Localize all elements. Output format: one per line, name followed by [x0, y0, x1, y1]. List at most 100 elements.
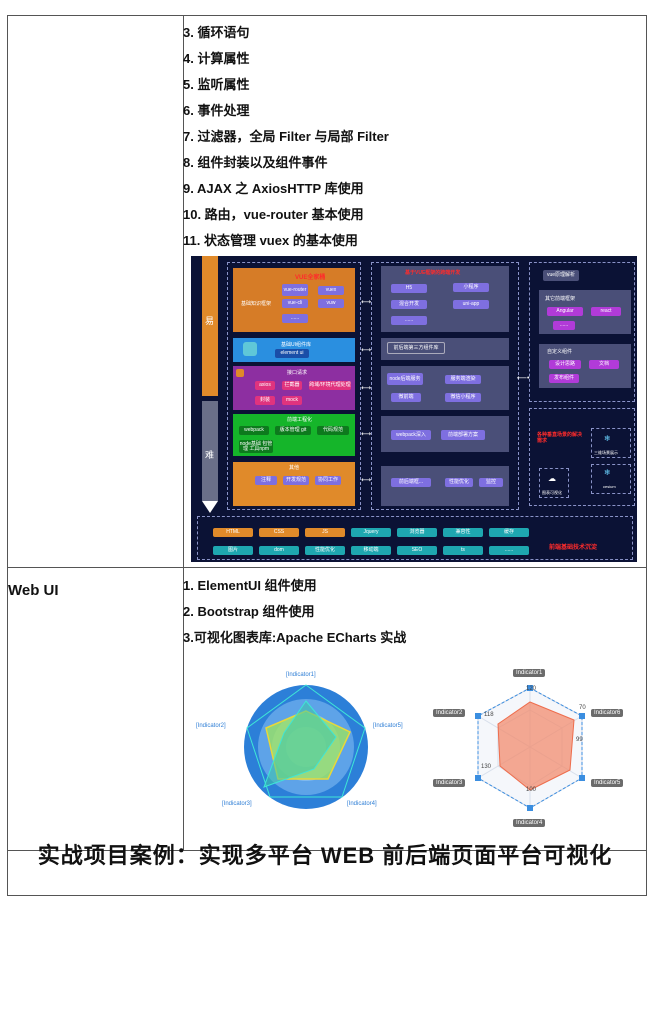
chip: 微信小程序 — [445, 393, 481, 402]
hard-bar — [202, 401, 218, 501]
chip: 代码规范 — [317, 426, 349, 435]
list-item: 11. 状态管理 vuex 的基本使用 — [183, 233, 358, 248]
scene-title: 各种垂直场景的解决需求 — [537, 432, 583, 444]
icon-label: cesium — [603, 484, 616, 489]
radar2-value: 70 — [579, 705, 586, 711]
radar1-label: [Indicator2] — [196, 723, 226, 729]
radar1-label: [Indicator1] — [286, 672, 316, 678]
chip: JS — [305, 528, 345, 537]
arrow-icon: ⟷ — [361, 299, 372, 306]
radar1-label: [Indicator5] — [373, 723, 403, 729]
radar2-label: Indicator1 — [513, 669, 546, 677]
list-item: 7. 过滤器，全局 Filter 与局部 Filter — [183, 129, 389, 144]
arrow-icon: ⟷ — [361, 347, 372, 354]
chip: 服务端渲染 — [445, 375, 481, 384]
chip: 前端部署方案 — [441, 430, 485, 440]
radar2-value: 99 — [576, 737, 583, 743]
chip: 微前端 — [391, 393, 421, 402]
down-arrow-icon — [202, 501, 218, 513]
chip: uni-app — [453, 300, 489, 309]
hard-label: 难 — [205, 450, 215, 460]
build-title: 前端工程化 — [287, 417, 313, 423]
easy-bar — [202, 256, 218, 396]
radar-chart-1 — [244, 684, 368, 809]
radar2-label: Indicator2 — [433, 709, 466, 717]
chip: vuex — [318, 286, 344, 295]
list-item: 4. 计算属性 — [183, 51, 250, 66]
chip: axios — [255, 381, 275, 390]
scene-frame — [529, 408, 635, 506]
chip: 混合开发 — [391, 300, 427, 309]
radar2-label: Indicator3 — [433, 779, 466, 787]
ui-title: 基础UI组件库 — [281, 342, 312, 348]
chip: dom — [259, 546, 299, 555]
chip: vue原理解析 — [543, 270, 579, 281]
api-title: 接口请求 — [287, 370, 308, 376]
column-divider — [183, 16, 184, 850]
arrow-icon: ⟷ — [361, 477, 372, 484]
project-case-title: 实战项目案例：实现多平台 WEB 前后端页面平台可视化 — [37, 843, 613, 868]
chip: HTML — [213, 528, 253, 537]
chip: react — [591, 307, 621, 316]
cloud-icon: ☁ — [548, 474, 556, 483]
chip: 发布组件 — [549, 374, 579, 383]
list-item: 1. ElementUI 组件使用 — [183, 578, 317, 593]
list-item: 6. 事件处理 — [183, 103, 250, 118]
chip: 浏览器 — [397, 528, 437, 537]
radar2-value: 100 — [526, 787, 537, 793]
left-frame — [227, 262, 361, 510]
radar2-label: Indicator6 — [591, 709, 624, 717]
list-item: 3. 循环语句 — [183, 25, 250, 40]
arrow-icon: ⟷ — [361, 431, 372, 438]
chip: vuw — [318, 299, 344, 308]
chip: webpack深入 — [391, 430, 431, 440]
chip: 协同工作 — [315, 476, 341, 485]
chip: Angular — [547, 307, 583, 316]
list-item: 9. AJAX 之 AxiosHTTP 库使用 — [183, 181, 364, 196]
framework-title: 其它前端框架 — [545, 296, 576, 302]
vue-family-title: VUE全家桶 — [295, 275, 326, 281]
chip: element ui — [275, 349, 309, 358]
arrow-icon: ⟷ — [361, 385, 372, 392]
other-title: 其他 — [289, 465, 300, 471]
chip: ...... — [489, 546, 529, 555]
radar2-label: Indicator5 — [591, 779, 624, 787]
icon-label: 图表可视化 — [542, 490, 562, 495]
chip: 图片 — [213, 546, 253, 555]
foundation-frame — [197, 516, 633, 560]
chip: 拦截器 — [282, 381, 302, 390]
radar1-label: [Indicator3] — [222, 801, 252, 807]
radar2-label: Indicator4 — [513, 819, 546, 827]
snowflake-icon: ❄ — [604, 434, 611, 443]
foundation-title: 前端基础技术沉淀 — [549, 545, 598, 551]
chip: 跨域/环境代理处理 — [309, 381, 351, 390]
chip: 性能优化 — [445, 478, 473, 487]
list-item: 5. 监听属性 — [183, 77, 250, 92]
chip: vue-cli — [282, 299, 308, 308]
api-icon — [236, 369, 244, 377]
chip: 监控 — [479, 478, 503, 487]
chip: ...... — [391, 316, 427, 325]
chip: Jquery — [351, 528, 391, 537]
ui-icon — [243, 342, 257, 356]
chip: 注释 — [255, 476, 277, 485]
radar-chart-2 — [475, 685, 585, 811]
middle-frame — [371, 262, 519, 510]
cesium-icon-box — [591, 464, 631, 494]
chip: mock — [282, 396, 302, 405]
vue-roadmap-diagram: 易 难 基础知识框架 VUE全家桶 vue-router vuex vue-cl… — [191, 256, 637, 562]
chip: 文档 — [589, 360, 619, 369]
list-item: 3.可视化图表库:Apache ECharts 实战 — [183, 630, 407, 645]
crossplatform-title: 基于VUE框架的跨端开发 — [405, 270, 461, 276]
radar2-value: 130 — [481, 764, 492, 770]
row-divider — [8, 850, 646, 851]
list-item: 10. 路由，vue-router 基本使用 — [183, 207, 364, 222]
chip: vue-router — [282, 284, 308, 296]
chip: 版本管理 git — [275, 426, 311, 435]
chip: 移动端 — [351, 546, 391, 555]
chip: node后端服务 — [387, 373, 423, 385]
chip: 设计思路 — [549, 360, 581, 369]
radar2-value: 120 — [526, 686, 537, 692]
chip: webpack — [239, 426, 269, 435]
chip: 前后端框... — [391, 478, 431, 487]
